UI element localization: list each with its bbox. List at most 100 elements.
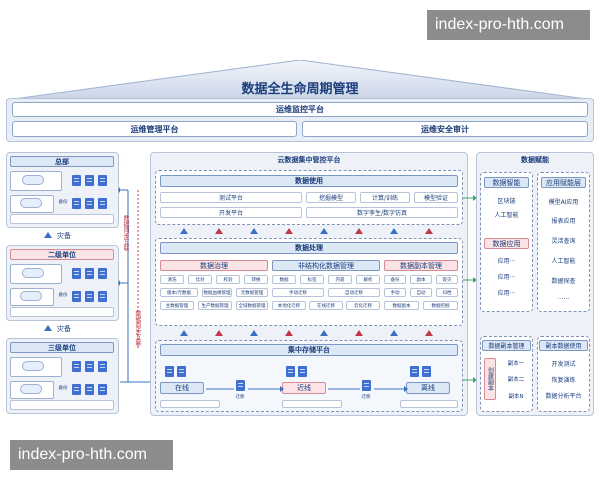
empower-title: 数据赋能 (521, 156, 549, 164)
disaster-arrow-up (44, 325, 52, 331)
flow-arrow-up (250, 330, 258, 336)
ops-audit-bar: 运维安全审计 (302, 121, 588, 137)
storage-disk-row (160, 400, 220, 408)
sync-vertical-text: 数据同步互联 (134, 310, 141, 346)
l2-disk-row (10, 307, 114, 317)
hq-server-icon (72, 175, 81, 186)
unstruct-item: 标签 (300, 275, 324, 284)
ops-monitor-bar: 运维监控平台 (12, 102, 588, 117)
gov-item: 清洗 (160, 275, 184, 284)
l2-server-icon (85, 291, 94, 302)
hq-label: 总部 (10, 156, 114, 167)
unstruct-item: 云化迁移 (346, 301, 380, 310)
smart-item: 区块链 (497, 197, 516, 205)
hq-server-icon (98, 198, 107, 209)
flow-arrow-up (180, 228, 188, 234)
layer-item: 人工智能 (551, 257, 576, 265)
l2-server-icon (98, 291, 107, 302)
storage-arrows (206, 386, 408, 392)
hq-backup-label: 备份 (58, 200, 68, 205)
flow-arrow-up (215, 330, 223, 336)
l3-backup-label: 备份 (58, 386, 68, 391)
flow-arrow-up (390, 330, 398, 336)
storage-server-icon (286, 366, 295, 377)
hq-server-icon (72, 198, 81, 209)
storage-title: 集中存储平台 (160, 344, 458, 356)
flow-arrow-up (355, 228, 363, 234)
data-use-item: 测试平台 (160, 192, 302, 203)
watermark-bottom: index-pro-hth.com (10, 440, 173, 470)
data-use-item: 挖掘模型 (306, 192, 356, 203)
l3-disk-row (10, 400, 114, 410)
data-use-item: 模型验证 (414, 192, 458, 203)
layer-item: 报表应用 (551, 217, 576, 225)
l3-server-icon (72, 384, 81, 395)
storage-server-icon (422, 366, 431, 377)
unstruct-item: 在线迁移 (309, 301, 343, 310)
l3-server-icon (98, 361, 107, 372)
storage-disk-row (400, 400, 458, 408)
gov-item: 数据血缘管理 (202, 288, 232, 297)
hq-disk-row (10, 214, 114, 224)
storage-server-icon (298, 366, 307, 377)
data-use-item: 开发平台 (160, 207, 302, 218)
flow-arrow-up (215, 228, 223, 234)
migrate-label: 迁移 (235, 395, 245, 400)
copy-use-item: 恢复演练 (551, 376, 576, 384)
flow-arrow-up (355, 330, 363, 336)
l3-server-icon (85, 361, 94, 372)
left-connectors (118, 187, 152, 385)
hq-cloud-icon (20, 198, 42, 208)
layer-panel (537, 172, 590, 312)
flow-arrow-up (390, 228, 398, 234)
gov-item: 校验 (216, 275, 240, 284)
unstruct-item: 数据 (272, 275, 296, 284)
gov-item: 生产数据管理 (198, 301, 232, 310)
watermark-top: index-pro-hth.com (427, 10, 590, 40)
data-process-title: 数据处理 (160, 242, 458, 254)
copy-use-title: 副本数据使用 (539, 340, 588, 351)
l3-cloud-icon (20, 384, 42, 394)
page-title: 数据全生命周期管理 (241, 82, 359, 97)
unstruct-item: 解析 (356, 275, 380, 284)
flow-arrow-up (320, 228, 328, 234)
roof-shape (6, 60, 594, 100)
unstruct-item: 本地化迁移 (272, 301, 306, 310)
storage-server-icon (165, 366, 174, 377)
disaster-label: 灾备 (57, 232, 71, 240)
copy-item: 数据挖掘 (423, 301, 458, 310)
sync-vertical-text: 数据同步互联 (122, 215, 129, 251)
migrate-icon (236, 380, 245, 391)
storage-server-icon (177, 366, 186, 377)
migrate-icon (362, 380, 371, 391)
l2-cloud-icon (20, 291, 42, 301)
disaster-label: 灾备 (57, 325, 71, 333)
copy-item: 手动 (384, 288, 406, 297)
gov-title: 数据治理 (160, 260, 268, 271)
gov-item: 元数据管理 (236, 288, 268, 297)
l2-server-icon (72, 291, 81, 302)
disaster-arrow-up (44, 232, 52, 238)
right-connectors (463, 195, 477, 383)
online-box: 在线 (160, 382, 204, 394)
app-item: 应用··· (497, 273, 516, 281)
copy-use-item: 开发测试 (551, 360, 576, 368)
copy-title: 数据副本管理 (384, 260, 458, 271)
hq-server-icon (98, 175, 107, 186)
storage-disk-row (282, 400, 342, 408)
migrate-label: 迁移 (361, 395, 371, 400)
copy-item: 自动 (410, 288, 432, 297)
data-use-title: 数据使用 (160, 175, 458, 187)
gov-item: 比对 (188, 275, 212, 284)
data-use-item: 计算/训练 (360, 192, 410, 203)
app-item: 应用··· (497, 289, 516, 297)
gov-item: 转换 (244, 275, 268, 284)
copy-use-item: 数据分析平台 (545, 392, 582, 400)
layer-item: 数据探查 (551, 277, 576, 285)
copy-item: 数据副本 (384, 301, 419, 310)
l2-server-icon (85, 268, 94, 279)
l3-label: 三级单位 (10, 342, 114, 353)
l3-server-icon (72, 361, 81, 372)
l2-cloud-icon (22, 268, 44, 278)
l2-server-icon (98, 268, 107, 279)
